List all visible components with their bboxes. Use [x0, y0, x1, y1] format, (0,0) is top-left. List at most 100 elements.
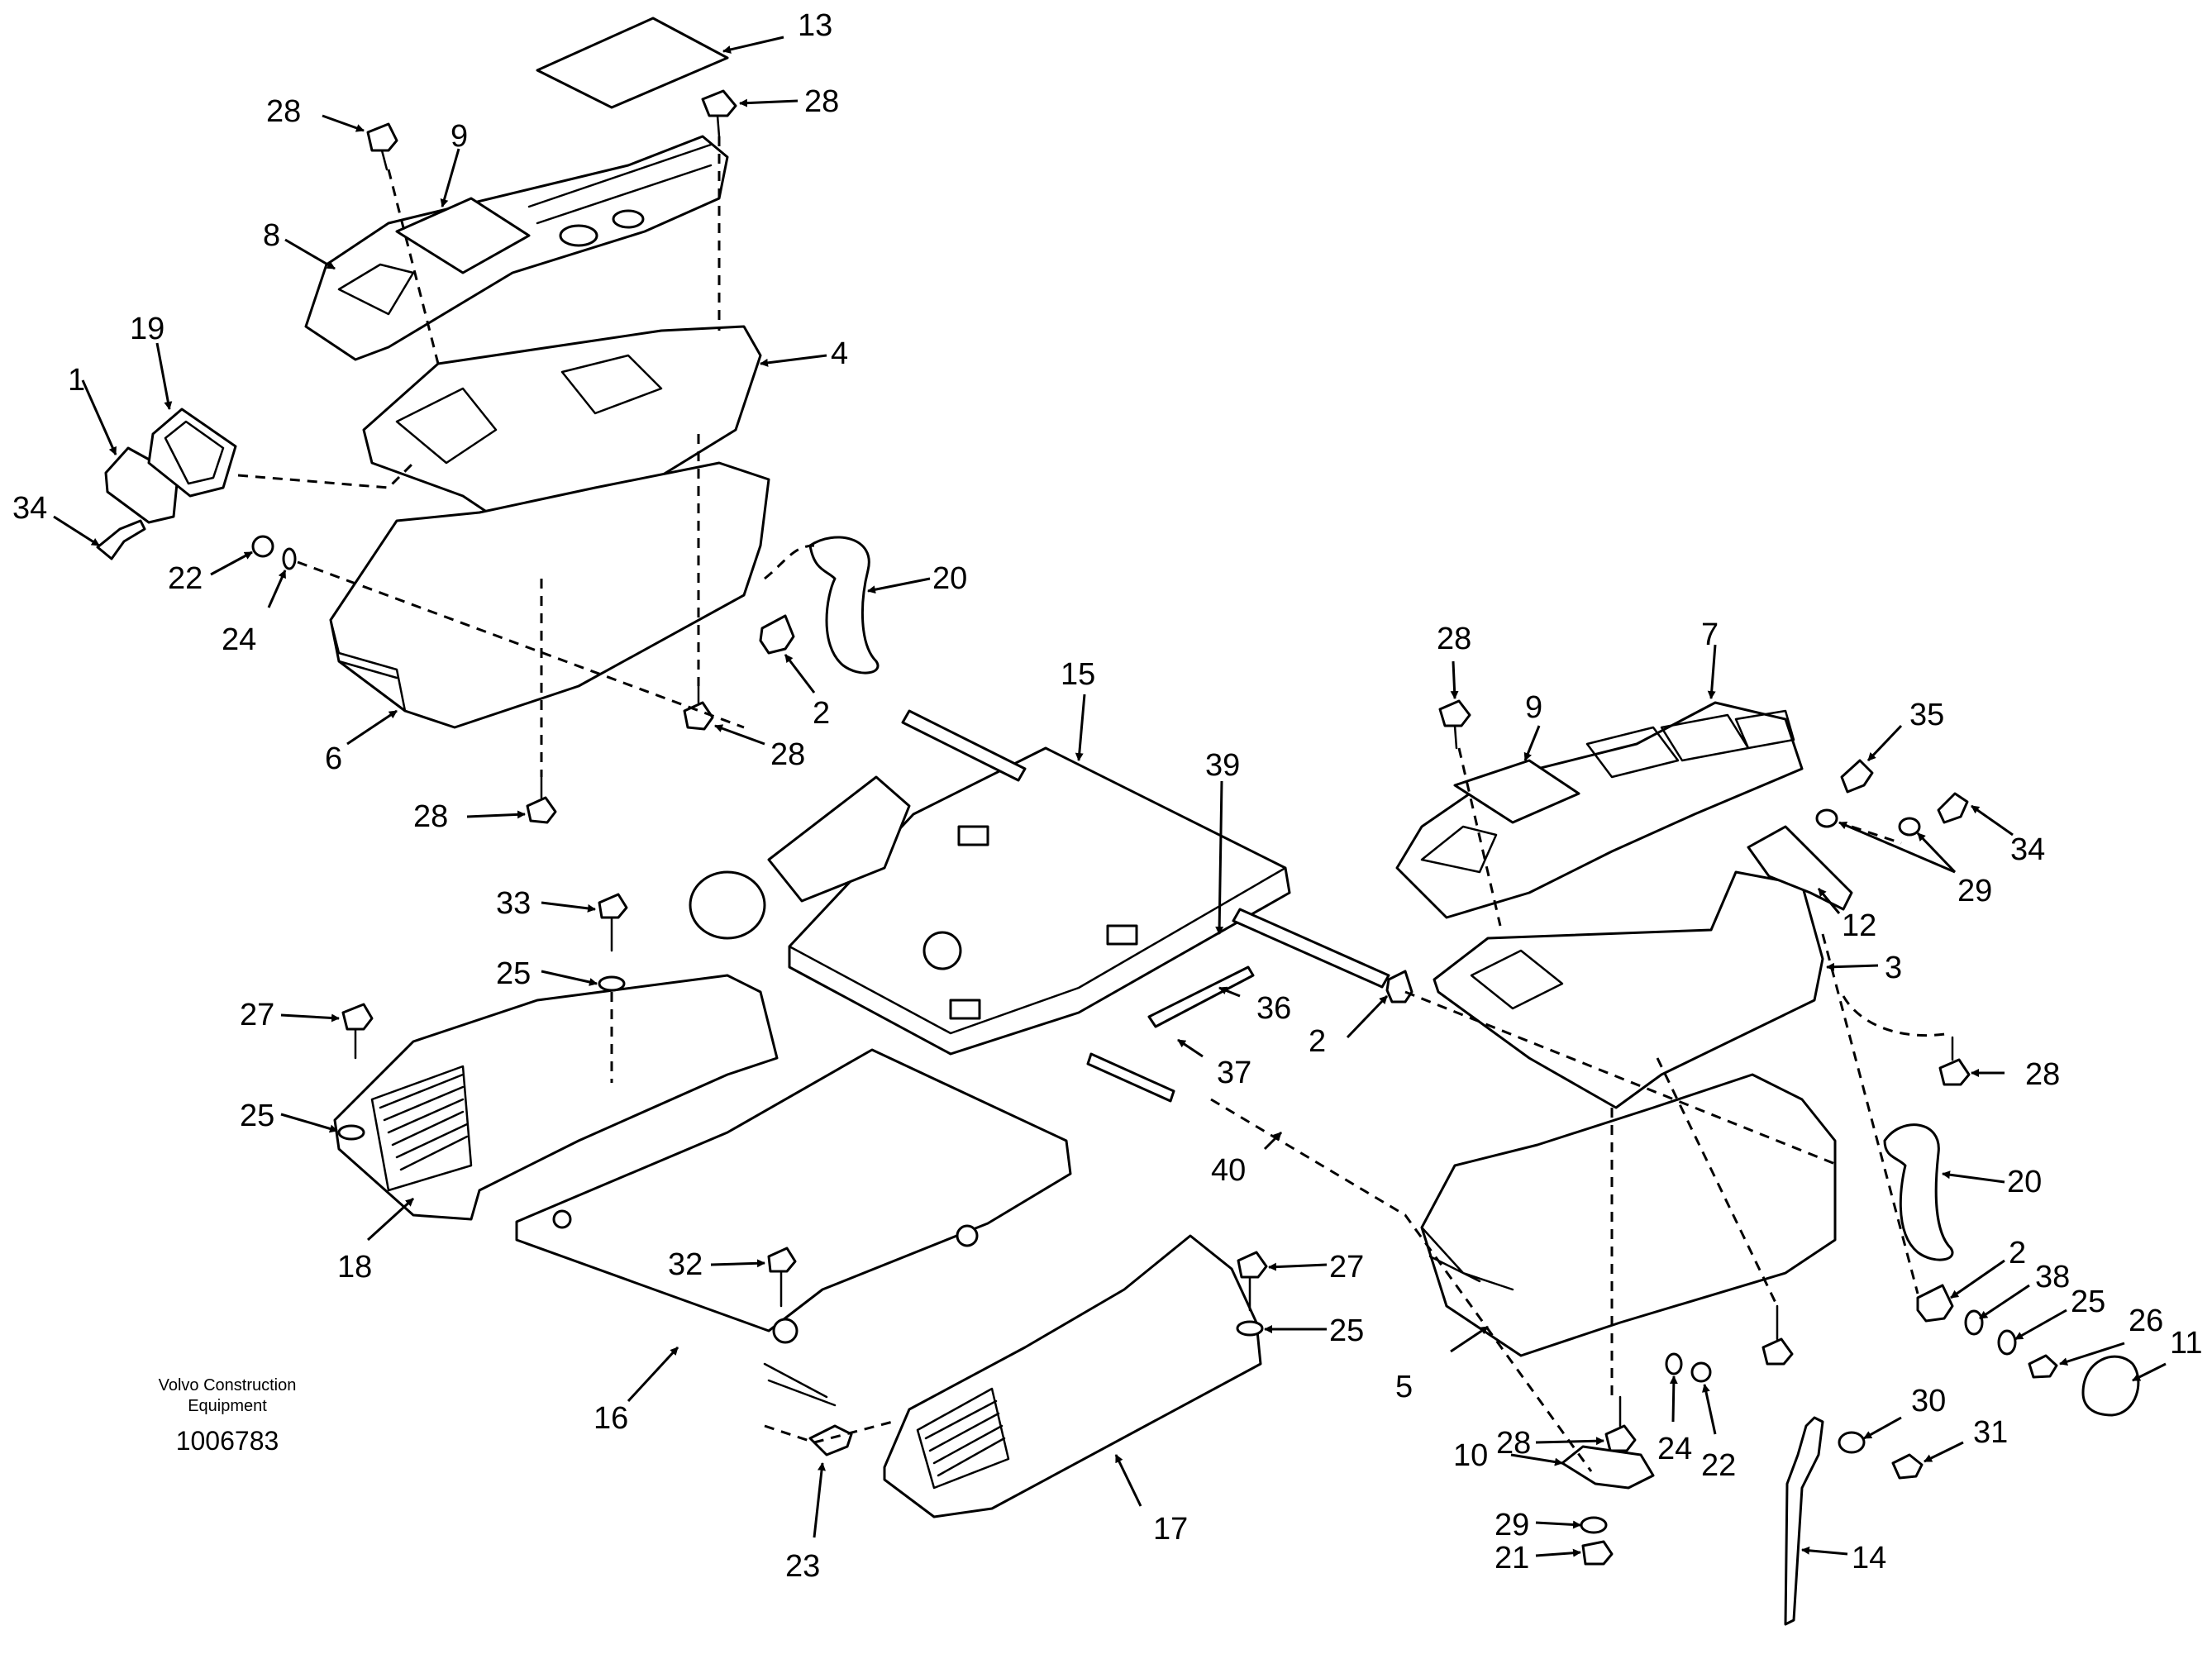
part-25-washer-far-right — [1997, 1329, 2017, 1356]
callout-2-a: 2 — [813, 696, 830, 731]
part-35-bolt — [1840, 759, 1874, 794]
callout-26: 26 — [2129, 1304, 2163, 1338]
callout-37: 37 — [1217, 1056, 1251, 1090]
credit-company-line2: Equipment — [188, 1397, 267, 1415]
part-6-lower-cover — [329, 461, 770, 729]
knob — [689, 870, 766, 940]
part-9-handle-right — [1453, 759, 1580, 824]
callout-14: 14 — [1852, 1541, 1886, 1576]
part-25-washer-right — [1236, 1320, 1264, 1337]
part-32-bolt — [767, 1247, 797, 1273]
part-29-washer-bottom — [1580, 1516, 1608, 1534]
callout-30: 30 — [1911, 1384, 1946, 1418]
callout-34-a: 34 — [12, 491, 47, 526]
callout-20-a: 20 — [932, 561, 967, 596]
part-33-bolt — [598, 893, 628, 919]
part-13-cover-plate — [536, 17, 729, 109]
part-27-bolt-right — [1237, 1251, 1268, 1279]
callout-28-c: 28 — [770, 737, 805, 772]
callout-36: 36 — [1256, 991, 1291, 1026]
part-26-bolt — [2028, 1354, 2058, 1379]
callout-40: 40 — [1211, 1153, 1246, 1188]
callout-29-b: 29 — [1495, 1508, 1529, 1542]
callout-25-a: 25 — [2071, 1285, 2105, 1319]
callout-35: 35 — [1909, 698, 1944, 732]
part-37-pin — [1086, 1052, 1175, 1103]
center-base-assembly — [689, 709, 1413, 1103]
callout-15: 15 — [1061, 657, 1095, 692]
part-25-washer-upper — [598, 975, 626, 992]
part-11-cap — [2081, 1355, 2140, 1417]
callout-11: 11 — [2170, 1326, 2202, 1361]
callout-16: 16 — [594, 1401, 628, 1436]
callout-23: 23 — [785, 1549, 820, 1584]
callout-6: 6 — [325, 741, 342, 776]
part-28-bolt-right-mid — [1938, 1058, 1971, 1086]
callout-9-b: 9 — [1525, 690, 1542, 725]
part-23-bolt — [808, 1424, 853, 1456]
callout-27-b: 27 — [1329, 1250, 1364, 1285]
callout-9-a: 9 — [451, 119, 468, 154]
callout-29-a: 29 — [1957, 874, 1992, 908]
callout-28-e: 28 — [1437, 622, 1471, 656]
callout-33: 33 — [496, 886, 531, 921]
callout-28-a: 28 — [266, 94, 301, 129]
part-8-top-panel — [304, 135, 729, 361]
part-28-bolt-right-top — [1438, 699, 1471, 727]
callout-5: 5 — [1395, 1370, 1413, 1404]
callout-19: 19 — [130, 312, 164, 346]
callout-25-c: 25 — [240, 1099, 274, 1133]
callout-22-a: 22 — [168, 561, 203, 596]
lower-left-assembly — [333, 893, 1268, 1518]
callout-17: 17 — [1153, 1512, 1188, 1547]
part-24-washer-right — [1665, 1352, 1683, 1375]
callout-25-b: 25 — [496, 956, 531, 991]
part-22-nut-right — [1690, 1361, 1712, 1383]
part-28-bolt-right-bottom — [1604, 1424, 1637, 1452]
part-28-bolt-top-right — [701, 89, 737, 117]
callout-39: 39 — [1205, 748, 1240, 783]
part-29-washer-right-a — [1815, 808, 1838, 828]
part-27-bolt-left — [341, 1003, 374, 1031]
credit-company: Volvo Construction — [158, 1376, 297, 1394]
part-4-frame — [362, 325, 762, 547]
callout-34-b: 34 — [2010, 832, 2045, 867]
callout-28-b: 28 — [804, 84, 839, 119]
part-38-washer — [1964, 1309, 1984, 1336]
callout-4: 4 — [831, 336, 848, 371]
part-14-lever — [1784, 1416, 1824, 1626]
callout-24-b: 24 — [1657, 1432, 1692, 1466]
part-3-frame — [1433, 870, 1824, 1109]
part-2-bushing-right — [1916, 1284, 1954, 1323]
callout-2-c: 2 — [1309, 1024, 1326, 1059]
callout-28-d: 28 — [413, 799, 448, 834]
part-10-clamp — [1561, 1445, 1655, 1490]
part-28-bolt-top-left — [366, 122, 398, 152]
part-9-handle — [395, 197, 531, 274]
part-36-pin — [1147, 965, 1255, 1028]
part-24-washer-left — [282, 547, 297, 570]
callout-18: 18 — [337, 1250, 372, 1285]
right-console-assembly — [1210, 699, 2140, 1626]
part-2-bushing-left — [759, 614, 795, 655]
part-34-bolt-left — [96, 519, 146, 560]
part-21-nut — [1581, 1540, 1614, 1566]
part-20-hose-right — [1883, 1123, 1954, 1261]
part-29-washer-right-b — [1898, 817, 1921, 837]
part-17-cover — [883, 1234, 1262, 1518]
callout-32: 32 — [668, 1247, 703, 1282]
drawing-number: 1006783 — [175, 1426, 279, 1456]
part-31-bolt — [1891, 1453, 1924, 1480]
callout-22-b: 22 — [1701, 1448, 1736, 1483]
callout-12: 12 — [1842, 908, 1876, 943]
callout-20-b: 20 — [2007, 1165, 2042, 1199]
part-16-floor-plate — [515, 1048, 1072, 1332]
callout-38: 38 — [2035, 1260, 2070, 1294]
callout-24-a: 24 — [222, 622, 256, 657]
callout-7: 7 — [1701, 617, 1719, 652]
part-18-cover — [333, 974, 779, 1221]
callout-25-d: 25 — [1329, 1313, 1364, 1348]
callout-27-a: 27 — [240, 998, 274, 1032]
callout-28-f: 28 — [2025, 1057, 2060, 1092]
